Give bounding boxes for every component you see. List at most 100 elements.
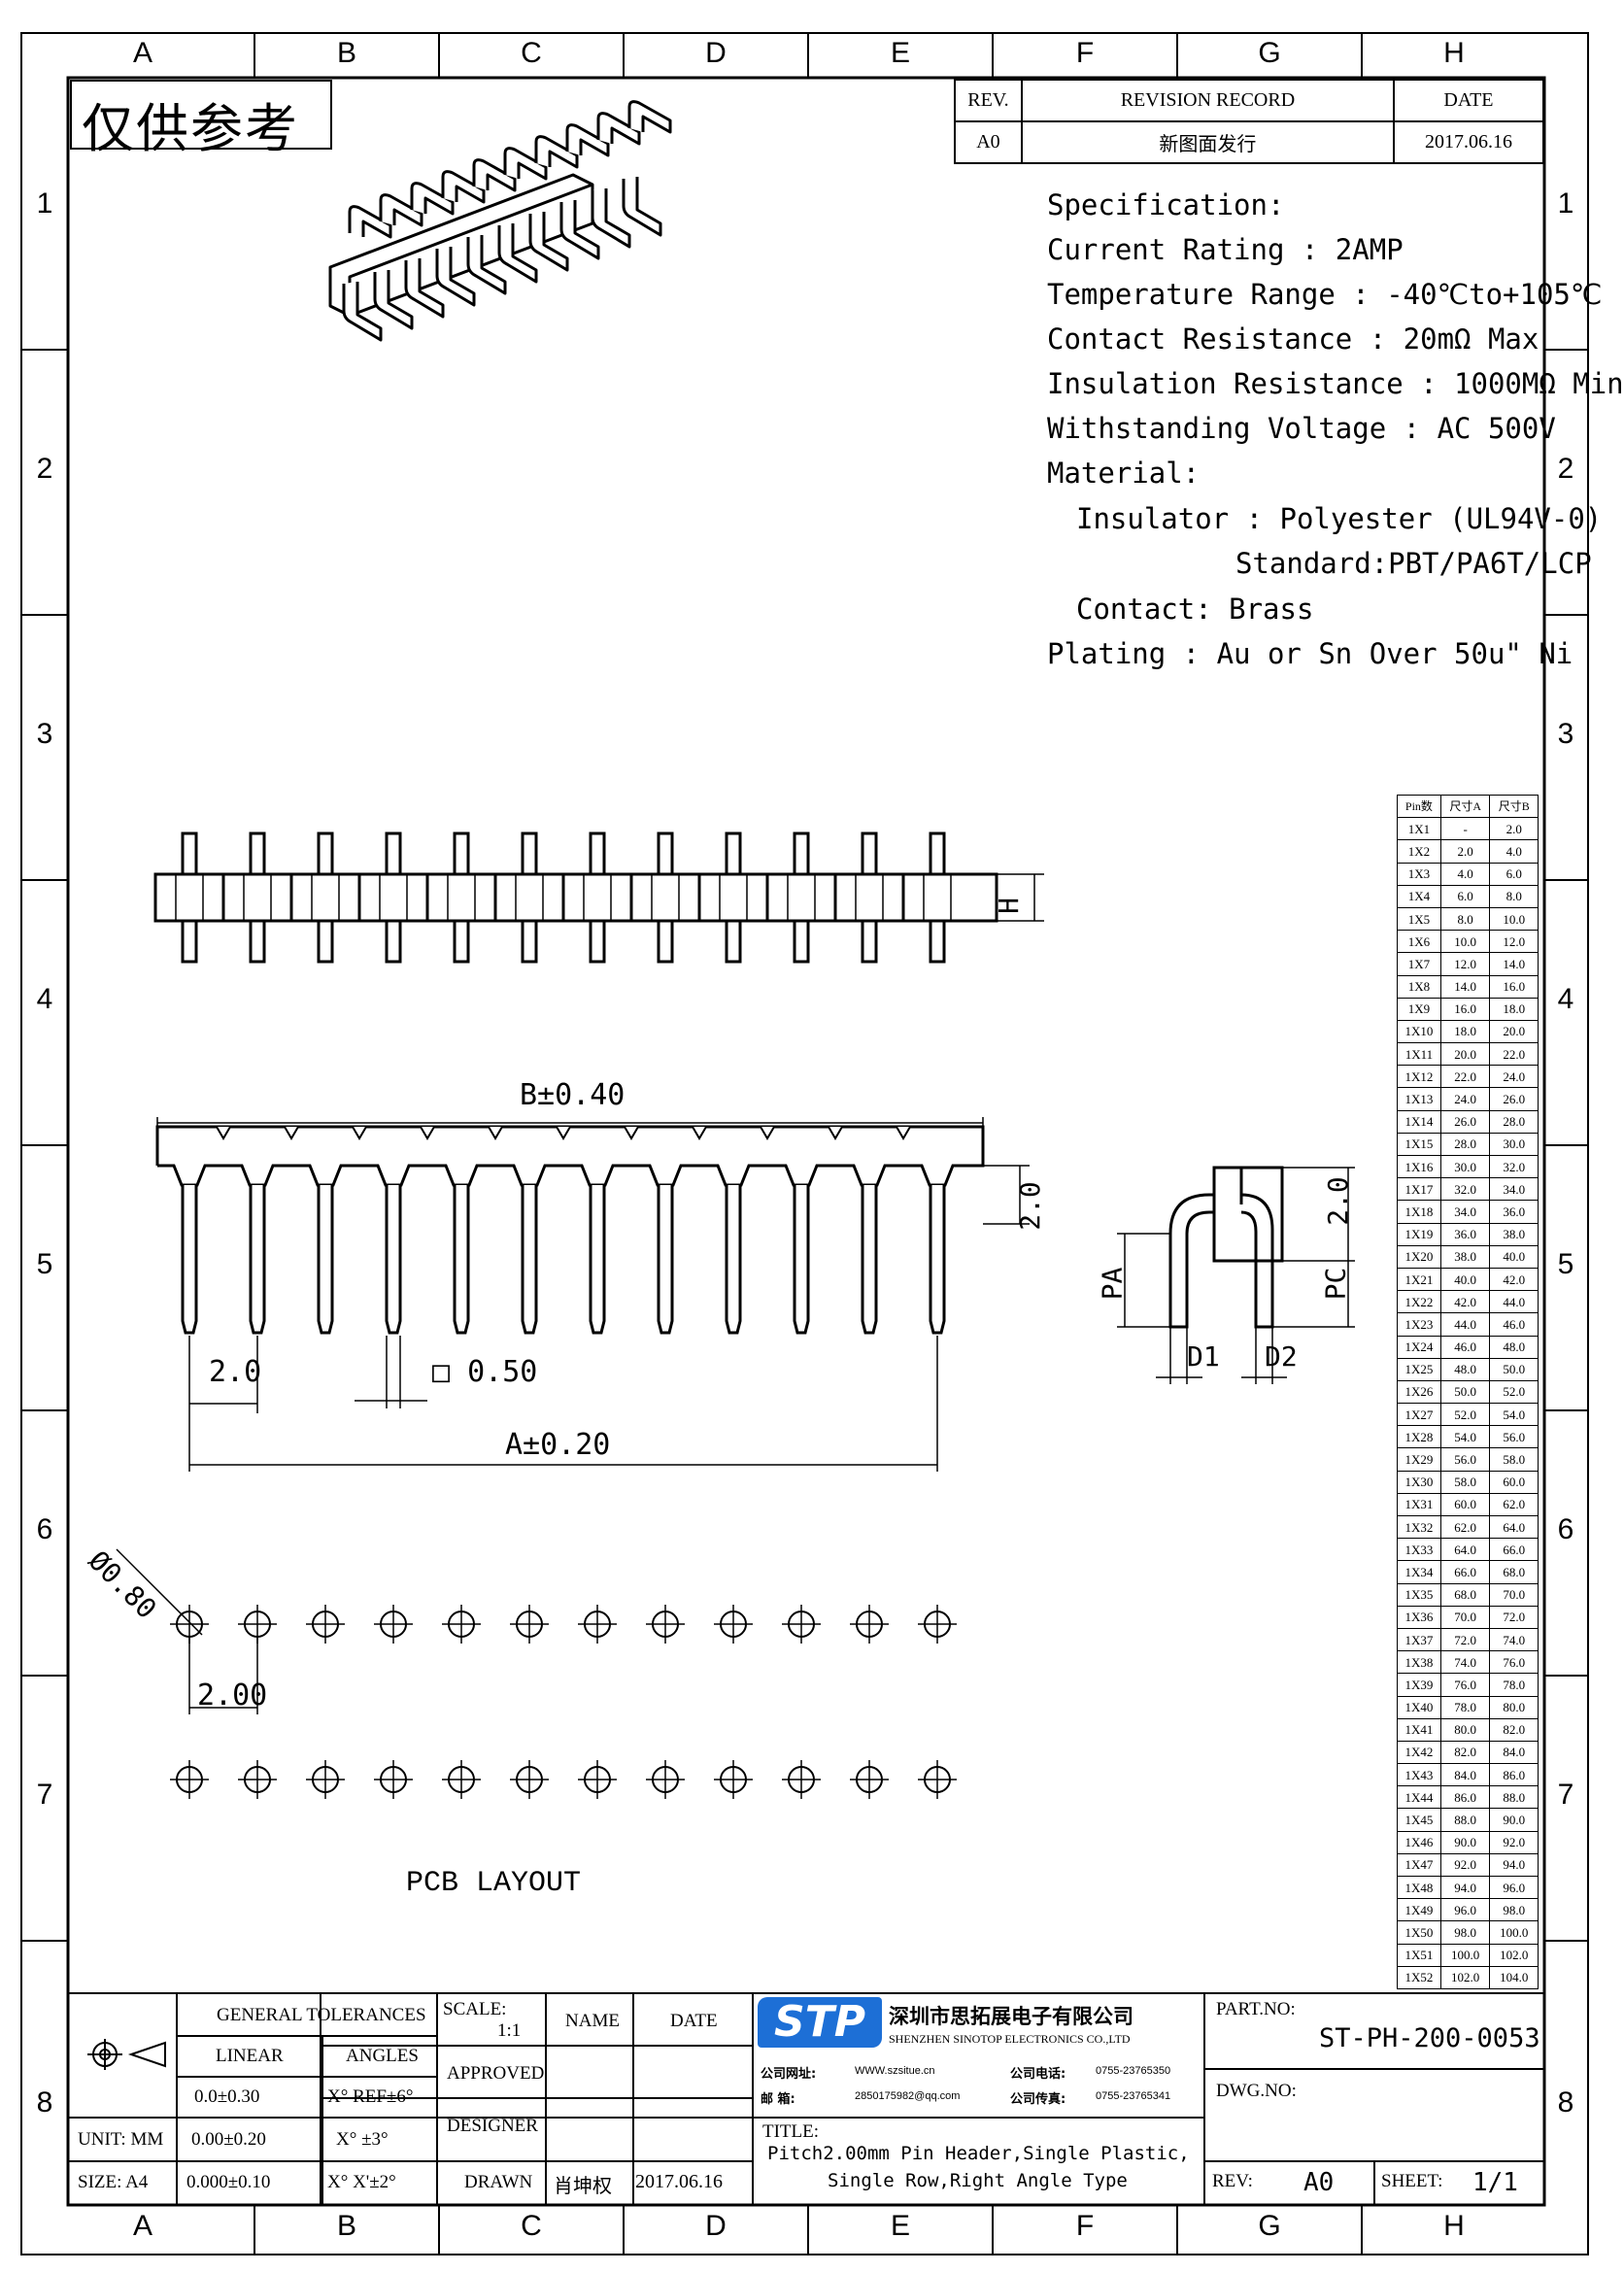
iso-pin-top	[596, 112, 641, 146]
pin-top	[317, 831, 334, 876]
size-b-cell: 72.0	[1489, 1605, 1539, 1629]
pin-top	[521, 831, 538, 876]
spec-contact-resistance: Contact Resistance : 20mΩ Max	[1047, 322, 1539, 356]
pin-top	[793, 831, 810, 876]
size-a-cell: 28.0	[1439, 1132, 1491, 1157]
housing-notch	[828, 1126, 843, 1140]
housing-notch	[216, 1126, 231, 1140]
size-b-cell: 22.0	[1489, 1042, 1539, 1067]
rev-header: REV.	[954, 79, 1023, 122]
dim-leader	[116, 1548, 203, 1636]
iso-pin-bottom	[528, 212, 569, 272]
general-tolerances-title: GENERAL TOLERANCES	[217, 2005, 426, 2025]
rev-value: A0	[954, 120, 1023, 164]
pin-count-cell: 1X52	[1397, 1965, 1441, 1989]
pin-count-cell: 1X50	[1397, 1920, 1441, 1945]
pin-bottom	[657, 919, 674, 964]
size-b-cell: 76.0	[1489, 1650, 1539, 1675]
size-a-cell: 尺寸A	[1439, 794, 1491, 819]
tol-angle-1: X° REF±6°	[327, 2086, 414, 2107]
col-letter: B	[336, 2210, 356, 2242]
pin-top	[181, 831, 198, 876]
row-number: 4	[1557, 983, 1574, 1015]
scale-value: 1:1	[497, 2020, 522, 2041]
size-a-cell: 4.0	[1439, 862, 1491, 886]
size-b-cell: 20.0	[1489, 1019, 1539, 1044]
size-a-cell: 14.0	[1439, 974, 1491, 999]
tel-label: 公司电话:	[1010, 2067, 1066, 2082]
iso-pin-top	[472, 158, 517, 192]
size-b-cell: 44.0	[1489, 1290, 1539, 1314]
pin-leg	[861, 1185, 878, 1335]
pcb-layout	[116, 1548, 957, 1799]
pin-bottom	[725, 919, 742, 964]
pin-leg	[929, 1185, 946, 1335]
fax-label: 公司传真:	[1010, 2092, 1066, 2107]
pin-count-cell: 1X35	[1397, 1582, 1441, 1607]
col-letter: H	[1443, 2210, 1465, 2242]
pin-top	[861, 831, 878, 876]
drawn-date: 2017.06.16	[635, 2171, 723, 2192]
size-b-cell: 50.0	[1489, 1357, 1539, 1381]
size-b-cell: 30.0	[1489, 1132, 1539, 1157]
row-number: 1	[36, 187, 53, 220]
row-number: 7	[1557, 1779, 1574, 1811]
pin-count-cell: 1X39	[1397, 1673, 1441, 1697]
web-label: 公司网址:	[761, 2067, 817, 2082]
size-a-cell: 36.0	[1439, 1222, 1491, 1246]
size-b-cell: 94.0	[1489, 1852, 1539, 1878]
size-b-cell: 96.0	[1489, 1875, 1539, 1900]
pin-count-cell: 1X6	[1397, 930, 1441, 954]
iso-pin-top	[534, 135, 579, 169]
size-a-cell: 60.0	[1439, 1492, 1491, 1517]
pin-count-cell: 1X22	[1397, 1290, 1441, 1314]
col-letter: A	[132, 37, 152, 69]
company-name-en: SHENZHEN SINOTOP ELECTRONICS CO.,LTD	[889, 2032, 1131, 2046]
pin-count-cell: 1X37	[1397, 1627, 1441, 1652]
col-letter: E	[890, 2210, 910, 2242]
iso-pin-top	[627, 100, 672, 134]
size-b-cell: 100.0	[1489, 1920, 1539, 1945]
revision-table: REV. REVISION RECORD DATE A0 新图面发行 2017.…	[954, 79, 1545, 164]
pin-count-cell: 1X21	[1397, 1267, 1441, 1292]
pin-leg	[793, 1185, 810, 1335]
spec-material: Material:	[1047, 457, 1201, 490]
spec-insulation: Insulation Resistance : 1000MΩ Min	[1047, 367, 1624, 400]
pin-bottom	[861, 919, 878, 964]
row-number: 8	[1557, 2086, 1574, 2119]
iso-pin-bottom	[435, 247, 476, 307]
size-a-cell: 16.0	[1439, 997, 1491, 1021]
size-a-cell: 90.0	[1439, 1830, 1491, 1854]
pin-top	[385, 831, 402, 876]
pin-count-cell: 1X41	[1397, 1717, 1441, 1742]
col-letter: G	[1258, 2210, 1281, 2242]
linear-header: LINEAR	[216, 2046, 284, 2066]
spec-plating: Plating : Au or Sn Over 50u" Ni	[1047, 637, 1573, 670]
pin-count-cell: 1X3	[1397, 862, 1441, 886]
pcb-layout-title: PCB LAYOUT	[406, 1867, 582, 1900]
pin-top	[657, 831, 674, 876]
date-header: DATE	[1392, 79, 1545, 122]
pin-leg	[521, 1185, 538, 1335]
front-view	[155, 1117, 1030, 1472]
col-letter: C	[521, 37, 542, 69]
iso-pin-top	[379, 193, 423, 227]
iso-pin-bottom	[591, 188, 631, 249]
size-a-cell: 2.0	[1439, 839, 1491, 864]
size-b-cell: 34.0	[1489, 1177, 1539, 1202]
unit-label: UNIT: MM	[78, 2129, 164, 2150]
